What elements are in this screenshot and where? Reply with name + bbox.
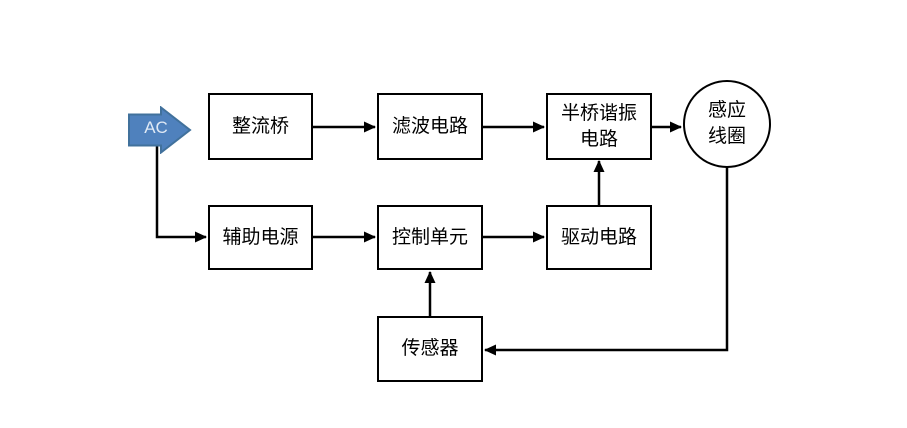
node-induction-coil-label-line2: 线圈 xyxy=(707,126,746,147)
node-induction-coil: 感应 线圈 xyxy=(683,80,771,168)
node-sensor-label: 传感器 xyxy=(401,338,459,359)
node-half-bridge: 半桥谐振 电路 xyxy=(546,93,652,160)
node-half-bridge-label-line2: 电路 xyxy=(579,128,618,150)
node-half-bridge-label-line1: 半桥谐振 xyxy=(560,102,637,124)
node-driver: 驱动电路 xyxy=(546,205,652,270)
node-rectifier: 整流桥 xyxy=(208,93,313,160)
node-control-unit: 控制单元 xyxy=(377,205,483,270)
ac-arrow-shape xyxy=(128,105,192,155)
ac-label: AC xyxy=(144,118,168,137)
node-filter-label: 滤波电路 xyxy=(391,115,468,137)
node-sensor: 传感器 xyxy=(377,316,483,382)
edge-coil-sensor xyxy=(484,167,729,356)
node-filter: 滤波电路 xyxy=(377,93,483,160)
ac-source-arrow: AC xyxy=(128,105,192,155)
edge-ac-auxpower xyxy=(155,140,207,243)
node-control-unit-label: 控制单元 xyxy=(391,226,468,248)
node-aux-power-label: 辅助电源 xyxy=(222,226,299,248)
node-aux-power: 辅助电源 xyxy=(208,205,313,270)
node-driver-label: 驱动电路 xyxy=(560,226,637,248)
node-rectifier-label: 整流桥 xyxy=(231,115,289,137)
node-induction-coil-label-line1: 感应 xyxy=(707,100,746,121)
